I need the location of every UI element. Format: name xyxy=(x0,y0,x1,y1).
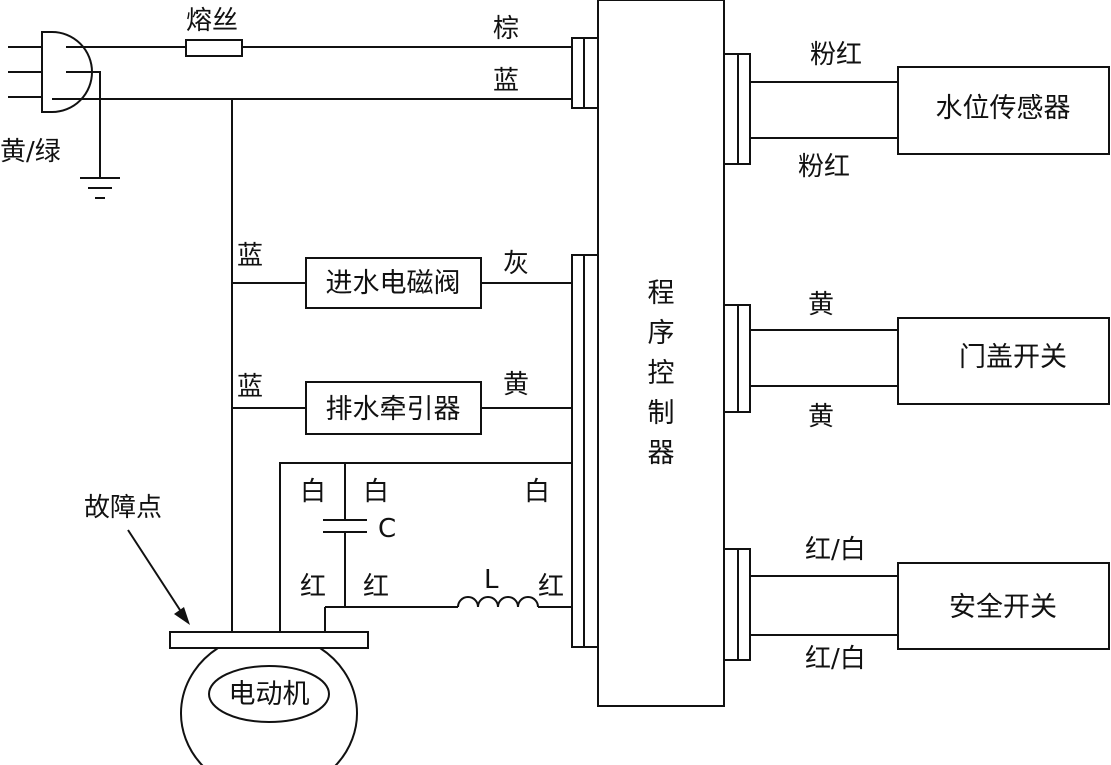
safety-switch-connector xyxy=(723,548,751,661)
capacitor xyxy=(323,519,367,533)
ground-wire xyxy=(66,71,101,178)
lid-switch-connector xyxy=(723,304,751,413)
inlet-valve-blue-label: 蓝 xyxy=(237,241,263,271)
red-wire-mid-label: 红 xyxy=(363,572,389,602)
ground-symbol xyxy=(80,177,120,199)
pink-wire-bottom-label: 粉红 xyxy=(798,152,850,182)
controller-left-connector-bottom xyxy=(571,254,599,648)
red-wire-right-label: 红 xyxy=(538,572,564,602)
lid-switch-box xyxy=(897,317,1110,405)
grey-wire-label: 灰 xyxy=(503,249,529,279)
brown-wire-label: 棕 xyxy=(493,14,519,44)
drain-blue-label: 蓝 xyxy=(237,372,263,402)
controller-label-char-2: 序 xyxy=(648,318,675,349)
inductor-label: L xyxy=(484,565,499,595)
controller-label-char-1: 程 xyxy=(648,278,675,309)
fuse-label: 熔丝 xyxy=(186,6,238,36)
controller-label-char-5: 器 xyxy=(648,438,675,469)
redwhite-bottom-label: 红/白 xyxy=(805,644,866,674)
safety-switch-box xyxy=(897,562,1110,650)
fuse xyxy=(185,39,243,57)
pink-wire-top-label: 粉红 xyxy=(810,40,862,70)
motor-terminal-bar xyxy=(169,631,369,649)
drain-tractor-label: 排水牵引器 xyxy=(326,394,461,425)
water-sensor-box xyxy=(897,66,1110,155)
water-sensor-connector xyxy=(723,53,751,165)
power-plug xyxy=(8,31,93,113)
program-controller-box xyxy=(597,0,725,707)
water-sensor-label: 水位传感器 xyxy=(936,93,1071,124)
white-wire-right-label: 白 xyxy=(524,477,550,507)
motor-label: 电动机 xyxy=(229,679,310,710)
lid-yellow-bottom-label: 黄 xyxy=(808,402,834,432)
motor-body xyxy=(180,647,358,765)
white-wire-left-label: 白 xyxy=(300,477,326,507)
ground-label: 黄/绿 xyxy=(0,137,61,167)
red-wire-left-label: 红 xyxy=(300,572,326,602)
capacitor-label: C xyxy=(378,514,396,544)
drain-yellow-label: 黄 xyxy=(503,370,529,400)
white-wire-mid-label: 白 xyxy=(363,477,389,507)
controller-left-connector-top xyxy=(571,37,599,109)
safety-switch-label: 安全开关 xyxy=(949,592,1057,623)
fault-point-arrow xyxy=(127,529,190,625)
inductor xyxy=(457,596,539,608)
inlet-valve-label: 进水电磁阀 xyxy=(326,268,461,299)
fault-point-label: 故障点 xyxy=(84,493,162,523)
neutral-wire xyxy=(52,98,572,632)
lid-yellow-top-label: 黄 xyxy=(808,290,834,320)
motor-label-ellipse xyxy=(208,665,330,723)
red-wire xyxy=(324,532,572,632)
controller-label-char-4: 制 xyxy=(648,398,675,429)
blue-wire-label: 蓝 xyxy=(493,66,519,96)
white-wire xyxy=(279,462,572,632)
lid-switch-label: 门盖开关 xyxy=(959,342,1067,373)
redwhite-top-label: 红/白 xyxy=(805,535,866,565)
inlet-valve-box xyxy=(305,257,482,309)
controller-label-char-3: 控 xyxy=(648,358,675,389)
